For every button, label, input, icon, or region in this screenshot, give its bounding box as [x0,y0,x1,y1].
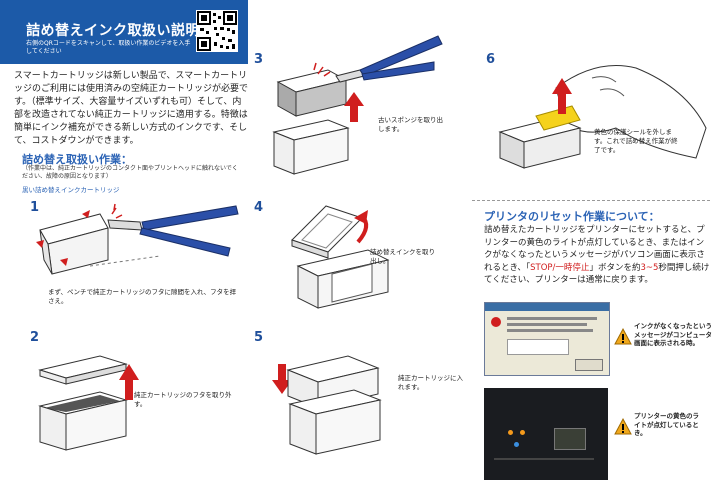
arrow-up-icon [552,78,572,114]
section-title: 詰め替え取扱い作業： [22,153,132,166]
header-banner: 詰め替えインク取扱い説明書 右側のQRコードをスキャンして、取扱い作業のビデオを… [0,0,248,64]
step-5-number: 5 [254,330,264,345]
step-2-illustration [38,355,139,451]
section-label: 黒い詰め替えインクカートリッジ [22,186,120,194]
arrow-down-icon [272,364,292,394]
step-3-illustration [272,35,443,175]
step-3-caption: 古いスポンジを取り出します。 [378,116,443,133]
reset-body-2: 」ボタンを約 [589,262,641,273]
stop-button-label: STOP/一時停止 [530,262,590,273]
error-icon [491,317,501,327]
qr-code-icon[interactable] [196,10,238,52]
warning-icon [614,327,632,345]
warning-text-1: インクがなくなったというメッセージがコンピュータ画面に表示される時。 [634,322,712,347]
step-2-number: 2 [30,330,40,345]
seconds-value: 3~5 [640,262,659,273]
section-note: （作業中は、純正カートリッジのコンタクト面やプリントヘッドに触れないでください、… [22,165,238,180]
printer-panel-image [484,388,608,480]
pliers-icon [335,35,443,83]
arrow-up-icon [119,364,139,400]
step-5-illustration [272,355,382,455]
reset-title: プリンタのリセット作業について： [484,210,660,223]
arrow-up-icon [344,92,364,122]
pliers-icon [107,205,239,257]
step-1-number: 1 [30,200,40,215]
header-subtitle: 右側のQRコードをスキャンして、取扱い作業のビデオを入手してください [26,40,191,55]
warning-icon-2 [614,417,632,435]
step-6-caption: 黄色の保護シールを外します。これで詰め替え作業が終了です。 [594,128,678,154]
divider [472,200,710,201]
step-6-illustration [498,65,707,169]
step-5-caption: 純正カートリッジに入れます。 [398,374,463,391]
step-3-number: 3 [254,52,264,67]
dialog-titlebar [485,303,609,311]
reset-body-3: 秒間押し続けてください、プリンターは通常に戻ります。 [484,262,710,286]
reset-body-1: 詰め替えたカートリッジをプリンターにセットすると、プリンターの黄色のライトが点灯… [484,225,705,273]
step-6-number: 6 [486,52,496,67]
step-4-number: 4 [254,200,264,215]
step-1-caption: まず、ペンチで純正カートリッジのフタに隙間を入れ、フタを拝さえ。 [48,288,237,305]
arrow-up-icon [354,210,369,244]
step-4-illustration [291,205,390,309]
error-dialog-image [484,302,610,376]
step-4-caption: 詰め替えインクを取り出し。 [370,248,435,265]
page-title: 詰め替えインク取扱い説明書 [26,23,215,39]
printer-lcd [554,428,586,450]
intro-text: スマートカートリッジは新しい製品で、スマートカートリッジのご利用には使用済みの空… [14,71,249,146]
reset-body: 詰め替えたカートリッジをプリンターにセットすると、プリンターの黄色のライトが点灯… [484,224,710,287]
yellow-light [508,430,513,435]
step-2-caption: 純正カートリッジのフタを取り外す。 [134,391,232,408]
warning-text-2: プリンターの黄色のライトが点灯していると き。 [634,412,699,437]
step-1-illustration [36,203,239,275]
